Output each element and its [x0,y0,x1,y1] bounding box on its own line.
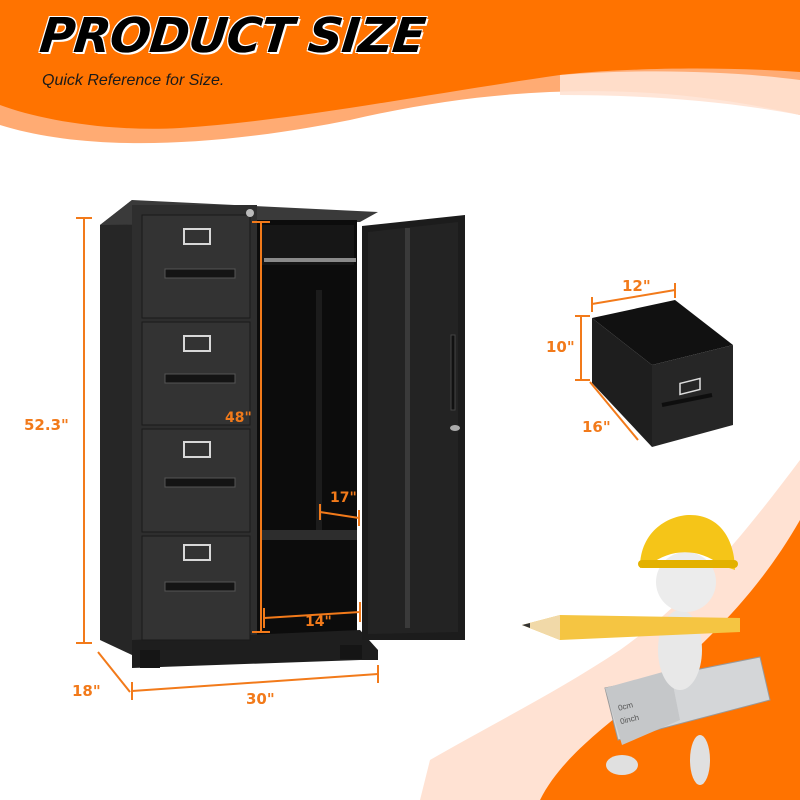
cabinet-illustration [100,200,465,668]
interior-height-label: 48" [225,410,252,426]
shelf-depth-label: 17" [330,490,357,506]
drawer-dimension-lines [575,283,676,441]
mascot-illustration [522,515,771,785]
page-subtitle: Quick Reference for Size. [42,72,225,89]
single-drawer-illustration [592,300,733,447]
top-band [0,0,800,129]
drawer-fronts [141,214,251,641]
drawer-depth-label: 16" [582,418,611,436]
cabinet-depth-label: 18" [72,682,101,700]
cabinet-dimension-lines [76,217,379,700]
cabinet-width-label: 30" [246,690,275,708]
drawer-width-label: 12" [622,277,651,295]
page-title: PRODUCT SIZE [37,8,428,64]
interior-width-label: 14" [305,614,332,630]
bottom-band [540,520,800,800]
drawer-height-label: 10" [546,338,575,356]
cabinet-height-label: 52.3" [24,416,69,434]
